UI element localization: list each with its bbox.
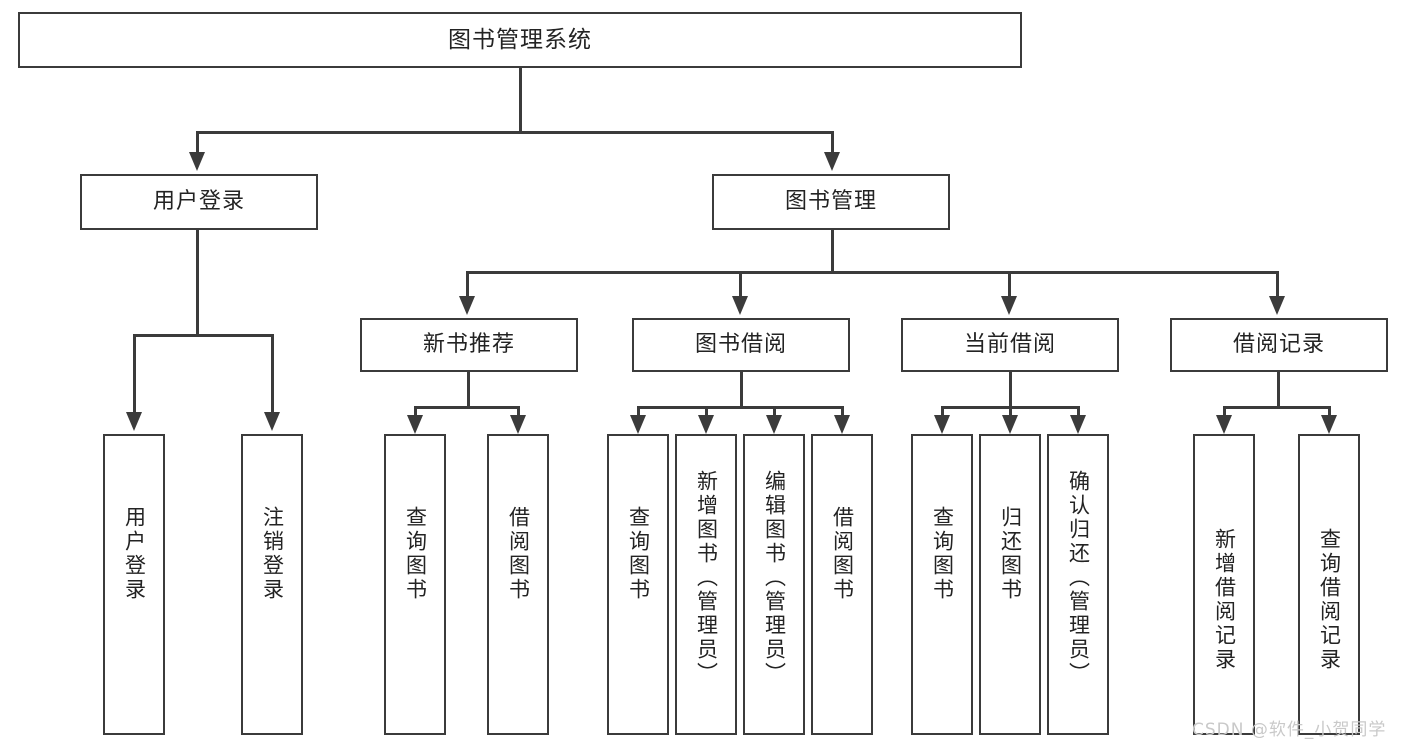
connector-cb-stem [1009,372,1012,408]
node-label: 查询图书 [930,506,955,602]
node-label: 用户登录 [152,189,245,215]
node-label: 借阅记录 [1232,332,1325,358]
connector-br-drop-2 [1328,406,1331,418]
leaf-br-query-record[interactable]: 查询借阅记录 [1298,434,1360,735]
node-current-borrow[interactable]: 当前借阅 [901,318,1119,372]
node-label: 借阅图书 [830,506,855,602]
connector-br-drop-1 [1223,406,1226,418]
leaf-nbr-query-book[interactable]: 查询图书 [384,434,446,735]
arrowhead-leaf-user-login [126,412,142,431]
node-label: 用户登录 [122,506,147,602]
connector-br-bar [1223,406,1331,409]
connector-user-login-stem [196,230,199,336]
connector-cb-drop-2 [1009,406,1012,418]
leaf-nbr-borrow-book[interactable]: 借阅图书 [487,434,549,735]
leaf-cb-return-book[interactable]: 归还图书 [979,434,1041,735]
arrowhead-new-book-recommend [459,296,475,315]
node-label: 借阅图书 [506,506,531,602]
connector-root-bar [196,131,834,134]
arrowhead-bb-add-book [698,415,714,434]
leaf-br-add-record[interactable]: 新增借阅记录 [1193,434,1255,735]
node-label: 确认归还（管理员） [1066,470,1091,686]
node-label: 图书借阅 [694,332,787,358]
connector-nbr-bar [414,406,520,409]
connector-nbr-drop-1 [414,406,417,418]
node-label: 编辑图书（管理员） [762,470,787,686]
node-user-login[interactable]: 用户登录 [80,174,318,230]
node-label: 图书管理系统 [448,26,592,53]
node-label: 新增图书（管理员） [694,470,719,686]
connector-bm-drop-2 [739,271,742,298]
arrowhead-br-query-record [1321,415,1337,434]
node-book-management[interactable]: 图书管理 [712,174,950,230]
node-book-management-system[interactable]: 图书管理系统 [18,12,1022,68]
arrowhead-nbr-query-book [407,415,423,434]
connector-bm-drop-1 [466,271,469,298]
leaf-bb-edit-book[interactable]: 编辑图书（管理员） [743,434,805,735]
arrowhead-bb-query-book [630,415,646,434]
connector-bm-drop-4 [1276,271,1279,298]
connector-user-login-drop-1 [133,334,136,414]
node-book-borrow[interactable]: 图书借阅 [632,318,850,372]
connector-book-management-stem [831,230,834,274]
arrowhead-br-add-record [1216,415,1232,434]
leaf-bb-borrow-book[interactable]: 借阅图书 [811,434,873,735]
leaf-cb-confirm-return[interactable]: 确认归还（管理员） [1047,434,1109,735]
arrowhead-cb-return-book [1002,415,1018,434]
arrowhead-leaf-logout [264,412,280,431]
connector-root-to-book-management [831,131,834,155]
arrowhead-nbr-borrow-book [510,415,526,434]
node-label: 归还图书 [998,506,1023,602]
connector-bb-drop-4 [841,406,844,418]
node-label: 新增借阅记录 [1212,528,1237,672]
leaf-bb-add-book[interactable]: 新增图书（管理员） [675,434,737,735]
node-label: 查询借阅记录 [1317,528,1342,672]
node-label: 查询图书 [626,506,651,602]
node-borrow-record[interactable]: 借阅记录 [1170,318,1388,372]
node-label: 图书管理 [784,189,877,215]
connector-book-management-bar [466,271,1278,274]
connector-bb-drop-3 [773,406,776,418]
connector-nbr-drop-2 [517,406,520,418]
arrowhead-cb-confirm-return [1070,415,1086,434]
leaf-logout[interactable]: 注销登录 [241,434,303,735]
leaf-user-login[interactable]: 用户登录 [103,434,165,735]
connector-nbr-stem [467,372,470,408]
arrowhead-cb-query-book [934,415,950,434]
arrowhead-bb-edit-book [766,415,782,434]
connector-bb-stem [740,372,743,408]
connector-root-stem [519,68,522,133]
node-label: 当前借阅 [963,332,1056,358]
connector-cb-drop-1 [941,406,944,418]
arrowhead-bb-borrow-book [834,415,850,434]
connector-br-stem [1277,372,1280,408]
arrowhead-current-borrow [1001,296,1017,315]
node-label: 注销登录 [260,506,285,602]
connector-bb-bar [637,406,844,409]
arrowhead-book-management [824,152,840,171]
arrowhead-user-login [189,152,205,171]
connector-user-login-bar [133,334,274,337]
node-label: 查询图书 [403,506,428,602]
node-label: 新书推荐 [422,332,515,358]
connector-bb-drop-2 [705,406,708,418]
arrowhead-book-borrow [732,296,748,315]
leaf-cb-query-book[interactable]: 查询图书 [911,434,973,735]
connector-user-login-drop-2 [271,334,274,414]
node-new-book-recommend[interactable]: 新书推荐 [360,318,578,372]
arrowhead-borrow-record [1269,296,1285,315]
connector-bb-drop-1 [637,406,640,418]
connector-cb-drop-3 [1077,406,1080,418]
connector-root-to-user-login [196,131,199,155]
leaf-bb-query-book[interactable]: 查询图书 [607,434,669,735]
connector-bm-drop-3 [1008,271,1011,298]
